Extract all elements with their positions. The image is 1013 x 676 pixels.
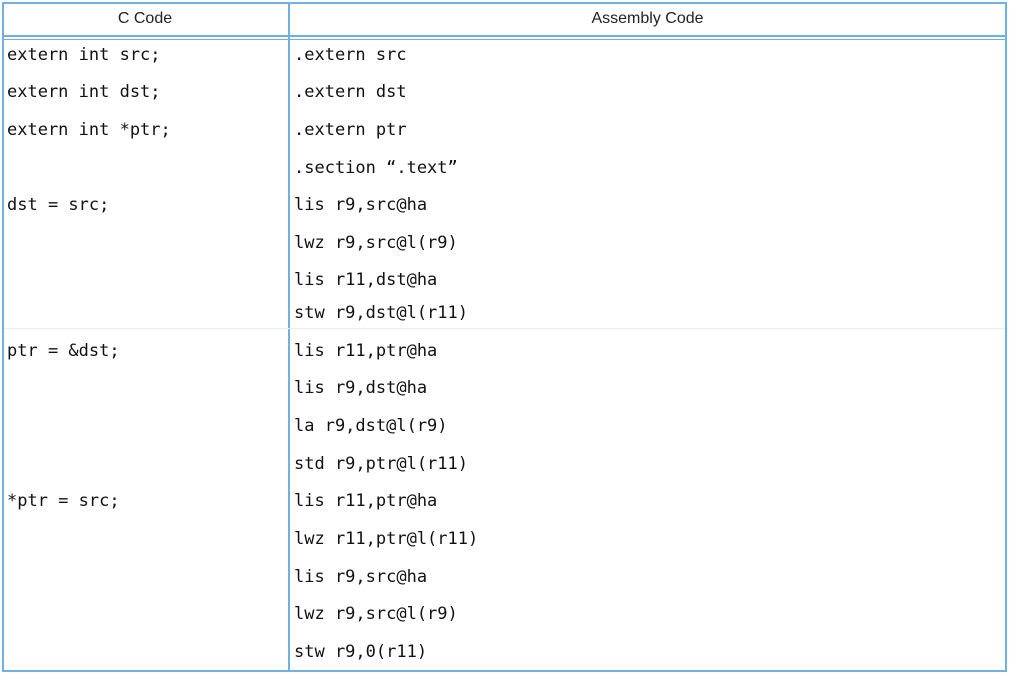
header-divider-secondary <box>2 39 1007 40</box>
assembly-line: .section “.text” <box>294 158 458 178</box>
assembly-line: stw r9,0(r11) <box>294 642 428 662</box>
row-separator <box>4 328 1005 329</box>
table-header-row: C Code Assembly Code <box>2 2 1007 35</box>
assembly-line: lis r9,src@ha <box>294 567 428 587</box>
assembly-line: lis r9,src@ha <box>294 195 428 215</box>
assembly-line: lis r11,ptr@ha <box>294 341 438 361</box>
assembly-line: stw r9,dst@l(r11) <box>294 303 468 323</box>
assembly-code-header: Assembly Code <box>591 10 704 27</box>
header-divider <box>2 35 1007 37</box>
assembly-line: lis r9,dst@ha <box>294 378 428 398</box>
assembly-line: std r9,ptr@l(r11) <box>294 454 468 474</box>
assembly-line: lwz r9,src@l(r9) <box>294 604 458 624</box>
assembly-line: lis r11,ptr@ha <box>294 491 438 511</box>
c-code-line: dst = src; <box>7 195 110 215</box>
c-code-header: C Code <box>117 10 173 27</box>
c-code-line: ptr = &dst; <box>7 341 120 361</box>
column-divider <box>288 2 290 672</box>
assembly-line: .extern dst <box>294 82 407 102</box>
assembly-line: lwz r9,src@l(r9) <box>294 233 458 253</box>
assembly-line: .extern ptr <box>294 120 407 140</box>
assembly-line: lwz r11,ptr@l(r11) <box>294 529 479 549</box>
c-code-line: extern int src; <box>7 45 161 65</box>
c-code-line: extern int *ptr; <box>7 120 171 140</box>
c-code-line: *ptr = src; <box>7 491 120 511</box>
assembly-line: .extern src <box>294 45 407 65</box>
c-code-line: extern int dst; <box>7 82 161 102</box>
assembly-line: la r9,dst@l(r9) <box>294 416 448 436</box>
assembly-line: lis r11,dst@ha <box>294 270 438 290</box>
